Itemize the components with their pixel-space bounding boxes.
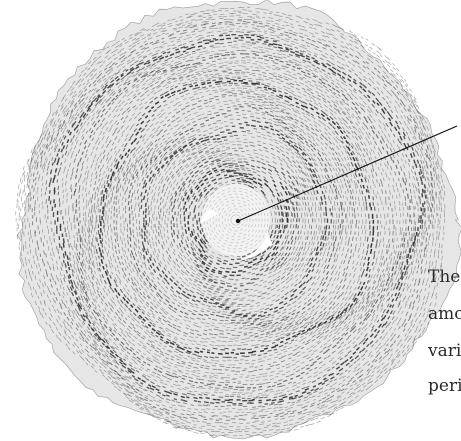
ring-band [95,77,379,359]
ring-band [23,14,439,428]
ring-band [15,6,446,437]
ring-band [154,140,317,307]
ring-band [70,49,415,392]
core-crack [200,209,218,224]
ring-band [27,17,437,425]
ring-band [117,96,351,332]
ring-band [124,103,347,329]
ring-band [115,93,354,335]
ring-band [44,31,428,408]
ring-band [159,149,311,301]
ring-band [170,156,300,292]
ring-band [93,75,383,362]
ring-band [130,109,340,325]
ring-band [84,62,401,380]
ring-band [133,112,338,323]
ring-band [172,159,298,289]
ring-band [56,39,422,400]
ring-band [109,89,360,340]
core-crack [236,232,272,262]
ring-band [113,91,358,337]
ring-band [182,165,291,278]
ring-band [73,53,411,389]
ring-band [157,144,314,306]
ring-band [166,155,304,296]
ring-band [17,9,443,434]
ring-band [65,46,418,395]
ring-band [20,12,441,431]
ring-band [104,84,367,347]
ring-band [82,59,404,382]
ring-band [88,68,395,373]
ring-core [200,184,272,262]
ring-band [107,87,364,343]
ring-band [184,168,289,274]
ring-band [127,105,343,327]
ring-band [40,28,430,411]
ring-band [136,115,335,322]
ring-band [146,127,326,316]
ring-band [101,82,371,352]
ring-band [29,20,434,421]
ring-band [142,124,329,317]
ring-center [202,184,270,256]
ring-band [48,33,427,405]
ring-band [140,119,333,321]
ring-band [85,65,398,377]
ring-band [148,131,322,313]
ring-band [187,170,286,270]
ring-band [89,71,391,370]
ring-band [36,25,432,414]
leader-line [237,125,458,222]
ring-band [52,36,424,402]
ring-band [151,135,320,311]
ring-band [91,73,387,366]
ring-band [61,43,420,397]
ring-band [176,162,295,285]
ring-band [32,22,433,418]
ring-band [121,100,349,330]
ring-band [77,56,409,386]
ring-band [163,152,306,299]
ring-band [98,79,375,355]
